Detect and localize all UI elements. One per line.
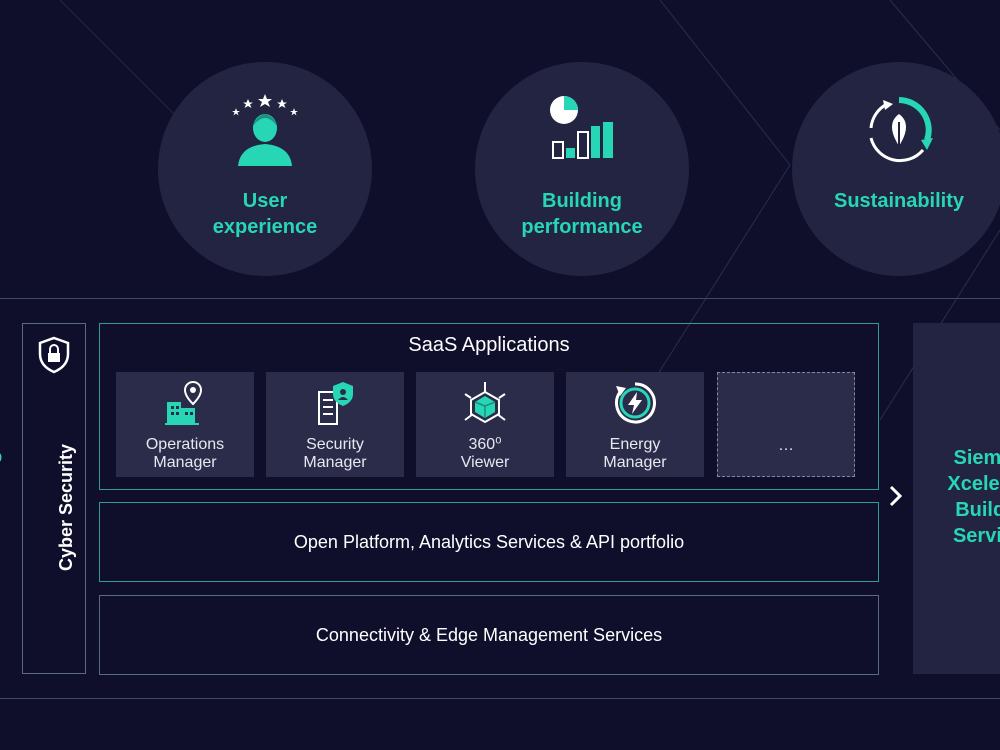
pillar-sustainability: Sustainability — [792, 62, 1000, 276]
leaf-cycle-icon — [869, 97, 933, 163]
user-rating-icon — [232, 94, 298, 166]
xcelerator-label: Sieme Xcelera Buildi Servic — [947, 447, 1000, 547]
saas-title: SaaS Applications — [408, 334, 570, 356]
chevron-right-icon[interactable] — [887, 484, 905, 508]
connectivity-label: Connectivity & Edge Management Services — [315, 624, 663, 645]
bar-chart-icon — [550, 96, 613, 159]
shield-lock-icon — [38, 336, 70, 374]
pillar-label: Building performance — [521, 190, 643, 238]
pillar-label: Sustainability — [833, 190, 965, 212]
app-tile-360-viewer[interactable]: 360⁰ Viewer — [416, 372, 554, 477]
connectivity-band: Connectivity & Edge Management Services — [99, 595, 879, 675]
building-location-icon — [165, 380, 203, 425]
app-label: Security Manager — [303, 436, 367, 471]
pillar-building-performance: Building performance — [475, 62, 689, 276]
bottom-divider — [0, 698, 1000, 699]
top-divider — [0, 298, 1000, 299]
app-tile-security-manager[interactable]: Security Manager — [266, 372, 404, 477]
xcelerator-panel: Sieme Xcelera Buildi Servic — [913, 323, 1000, 674]
app-tile-energy-manager[interactable]: Energy Manager — [566, 372, 704, 477]
app-tile-operations-manager[interactable]: Operations Manager — [116, 372, 254, 477]
saas-applications-box: SaaS Applications Operations Manager — [99, 323, 879, 490]
cube-360-icon — [464, 382, 506, 424]
app-label: Operations Manager — [145, 436, 225, 471]
cyber-security-column — [22, 323, 86, 674]
app-label: Energy Manager — [603, 436, 667, 471]
platform-label: Open Platform, Analytics Services & API … — [293, 531, 685, 552]
app-tile-more[interactable]: … — [717, 372, 855, 477]
pillar-user-experience: User experience — [158, 62, 372, 276]
pillar-label: User experience — [212, 190, 318, 238]
cropped-left-label: o — [0, 446, 2, 469]
energy-bolt-icon — [615, 382, 656, 424]
more-apps-ellipsis: … — [778, 437, 794, 454]
app-label: 360⁰ Viewer — [460, 436, 510, 471]
platform-analytics-band: Open Platform, Analytics Services & API … — [99, 502, 879, 582]
security-shield-icon — [318, 382, 353, 425]
